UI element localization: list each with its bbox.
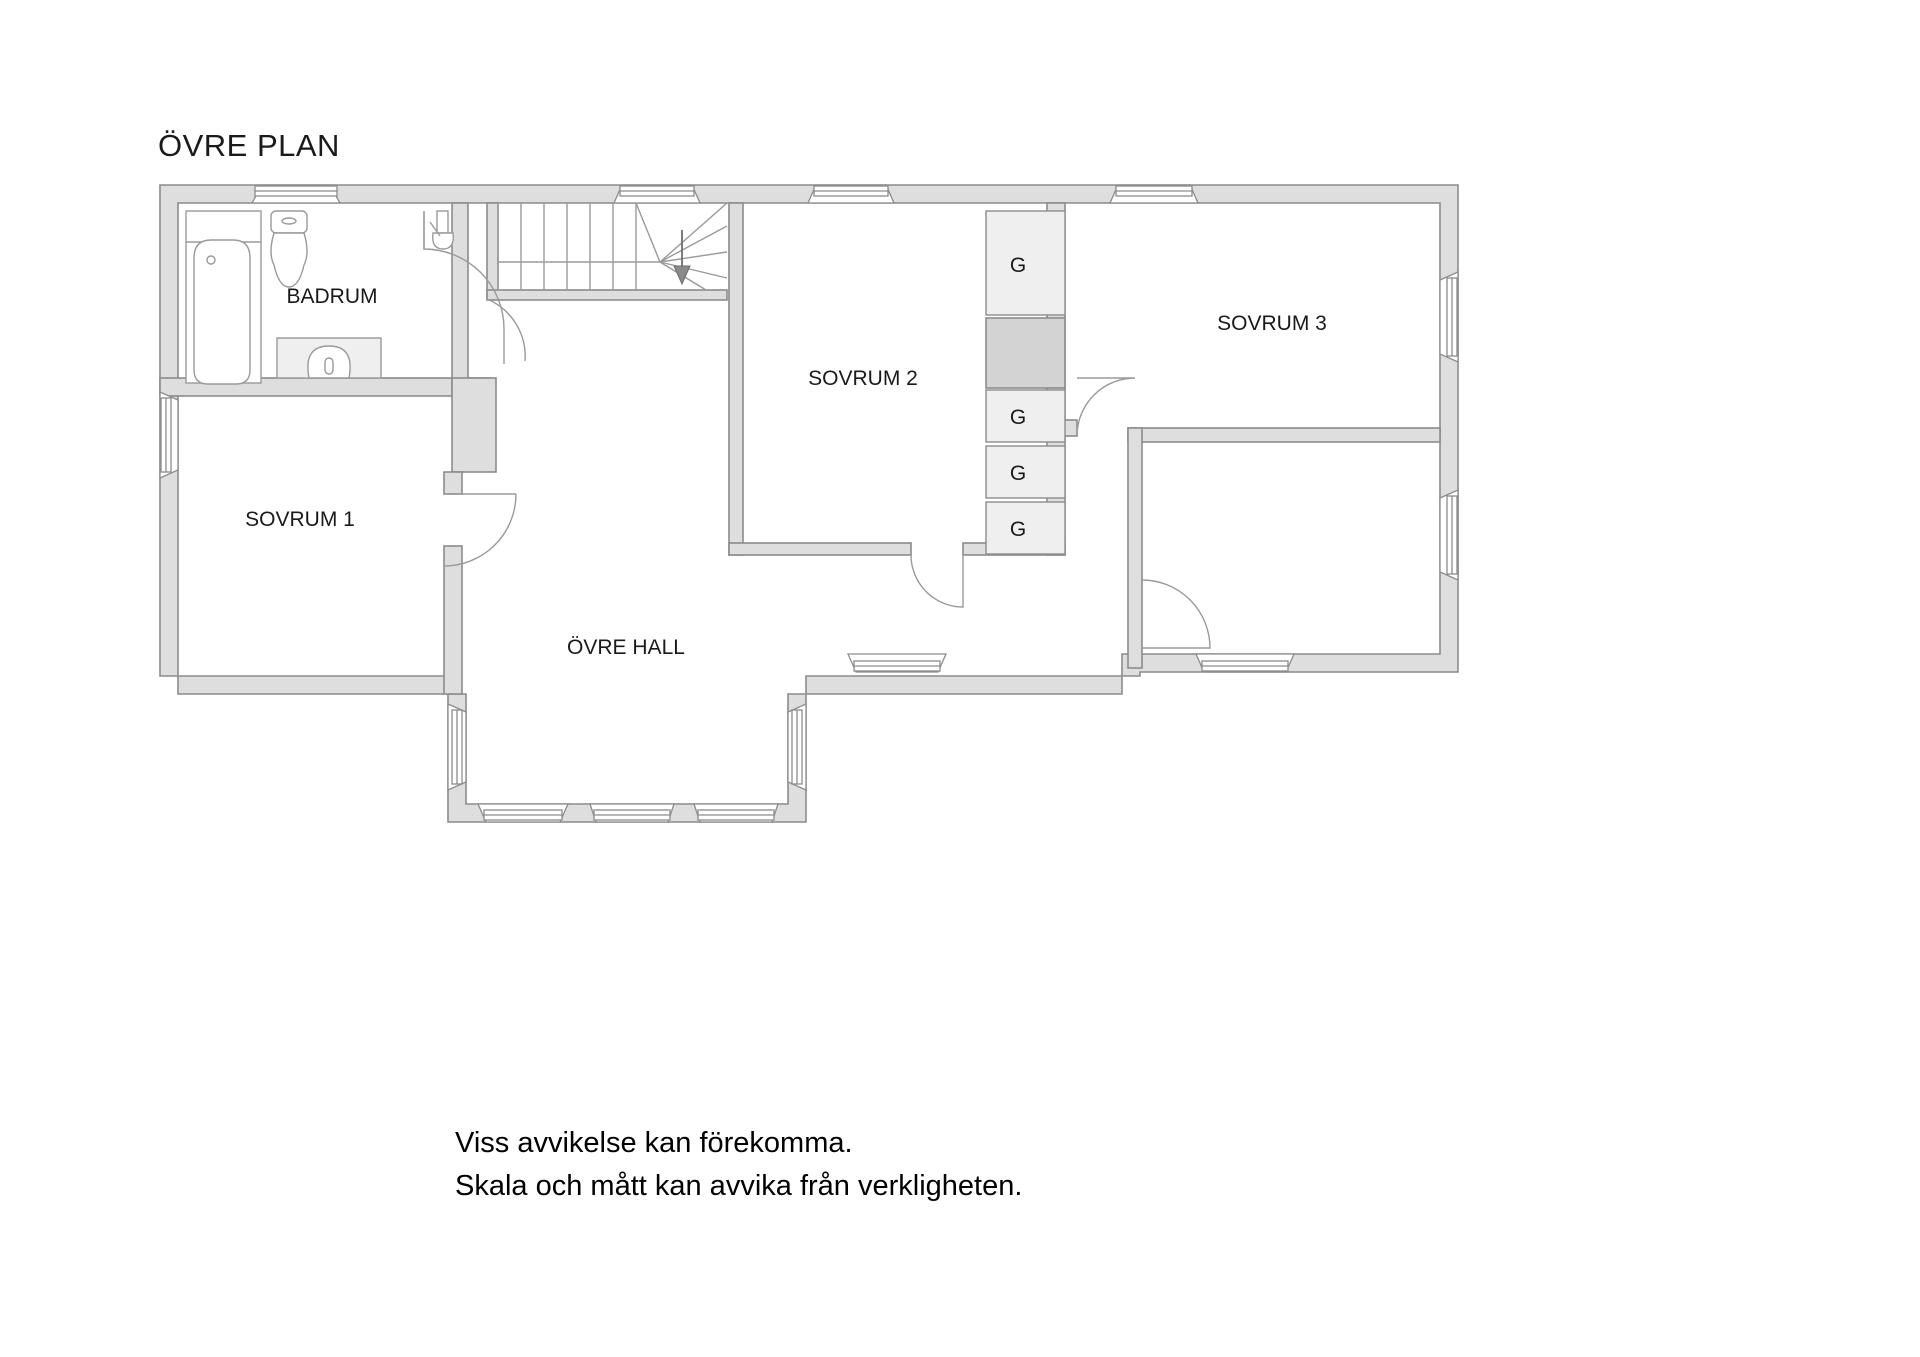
wall-pilaster-upper <box>451 377 497 473</box>
sink-vanity-icon <box>276 337 382 379</box>
room-label-badrum: BADRUM <box>286 285 377 308</box>
wall-fixture-icon <box>429 210 454 250</box>
window-bay-left <box>447 702 467 792</box>
closet-label-3: G <box>1010 462 1026 485</box>
door-badrum <box>423 211 505 364</box>
disclaimer-line-2: Skala och mått kan avvika från verklighe… <box>455 1169 1023 1202</box>
window-hall-bottom-left <box>846 653 948 673</box>
window-sovrum3-top <box>1108 184 1200 204</box>
closet-1-box[interactable] <box>985 210 1066 316</box>
bathroom-fixtures <box>185 210 454 385</box>
room-label-ovre-hall: ÖVRE HALL <box>567 636 685 659</box>
interior-wall-lowerright-left <box>1127 427 1143 669</box>
closet-label-2: G <box>1010 406 1026 429</box>
closet-2-box[interactable] <box>985 389 1066 443</box>
room-label-sovrum1: SOVRUM 1 <box>245 508 355 531</box>
exterior-walls <box>159 184 1459 823</box>
room-labels: BADRUM SOVRUM 1 ÖVRE HALL SOVRUM 2 SOVRU… <box>245 285 1327 659</box>
door-jamb-sovrum1-top <box>443 471 463 495</box>
page-title: ÖVRE PLAN <box>158 128 340 163</box>
window-lowerright-right <box>1439 488 1459 582</box>
room-label-sovrum2: SOVRUM 2 <box>808 367 918 390</box>
closet-3-box[interactable] <box>985 445 1066 499</box>
door-sovrum3 <box>1076 377 1136 437</box>
wall-structure <box>159 184 1459 823</box>
interior-wall-sovrum2-left <box>728 202 744 556</box>
door-lowerright <box>1141 579 1211 649</box>
closet-label-4: G <box>1010 518 1026 541</box>
room-label-sovrum3: SOVRUM 3 <box>1217 312 1327 335</box>
door-hall-badrum <box>486 298 526 362</box>
window-sovrum3-right <box>1439 270 1459 364</box>
closet-4-box[interactable] <box>985 501 1066 555</box>
doors <box>423 211 1211 649</box>
closet-group <box>985 210 1066 555</box>
windows <box>159 184 1459 823</box>
stairwell-bottom-wall <box>486 289 728 301</box>
closet-labels: G G G G <box>1010 254 1026 541</box>
door-sovrum1 <box>443 493 517 567</box>
stairwell-left-wall <box>486 202 499 300</box>
stair-direction-arrow <box>673 230 691 286</box>
window-sovrum1-left <box>159 390 179 480</box>
interior-wall-sovrum1-right <box>443 545 463 695</box>
disclaimer-line-1: Viss avvikelse kan förekomma. <box>455 1127 853 1159</box>
interior-wall-sovrum3-bottom <box>1127 427 1441 443</box>
window-bay-right <box>787 702 807 792</box>
staircase-icon <box>497 202 728 291</box>
bathtub-icon <box>185 210 262 385</box>
closet-divider-block <box>985 317 1066 389</box>
disclaimer-text: Viss avvikelse kan förekomma. Skala och … <box>455 1122 1022 1208</box>
window-bay-bottom-1 <box>476 803 570 823</box>
closet-label-1: G <box>1010 254 1026 277</box>
interior-wall-badrum-right <box>451 202 469 397</box>
window-bay-bottom-2 <box>589 803 675 823</box>
interior-wall-sovrum2-bottom-left <box>728 542 912 556</box>
window-badrum-top <box>250 184 342 204</box>
window-sovrum2-top <box>806 184 896 204</box>
window-stairs-top <box>612 184 702 204</box>
window-lowerright-bottom <box>1194 653 1296 673</box>
toilet-icon <box>270 210 308 288</box>
door-sovrum2 <box>910 554 964 608</box>
window-bay-bottom-3 <box>693 803 779 823</box>
